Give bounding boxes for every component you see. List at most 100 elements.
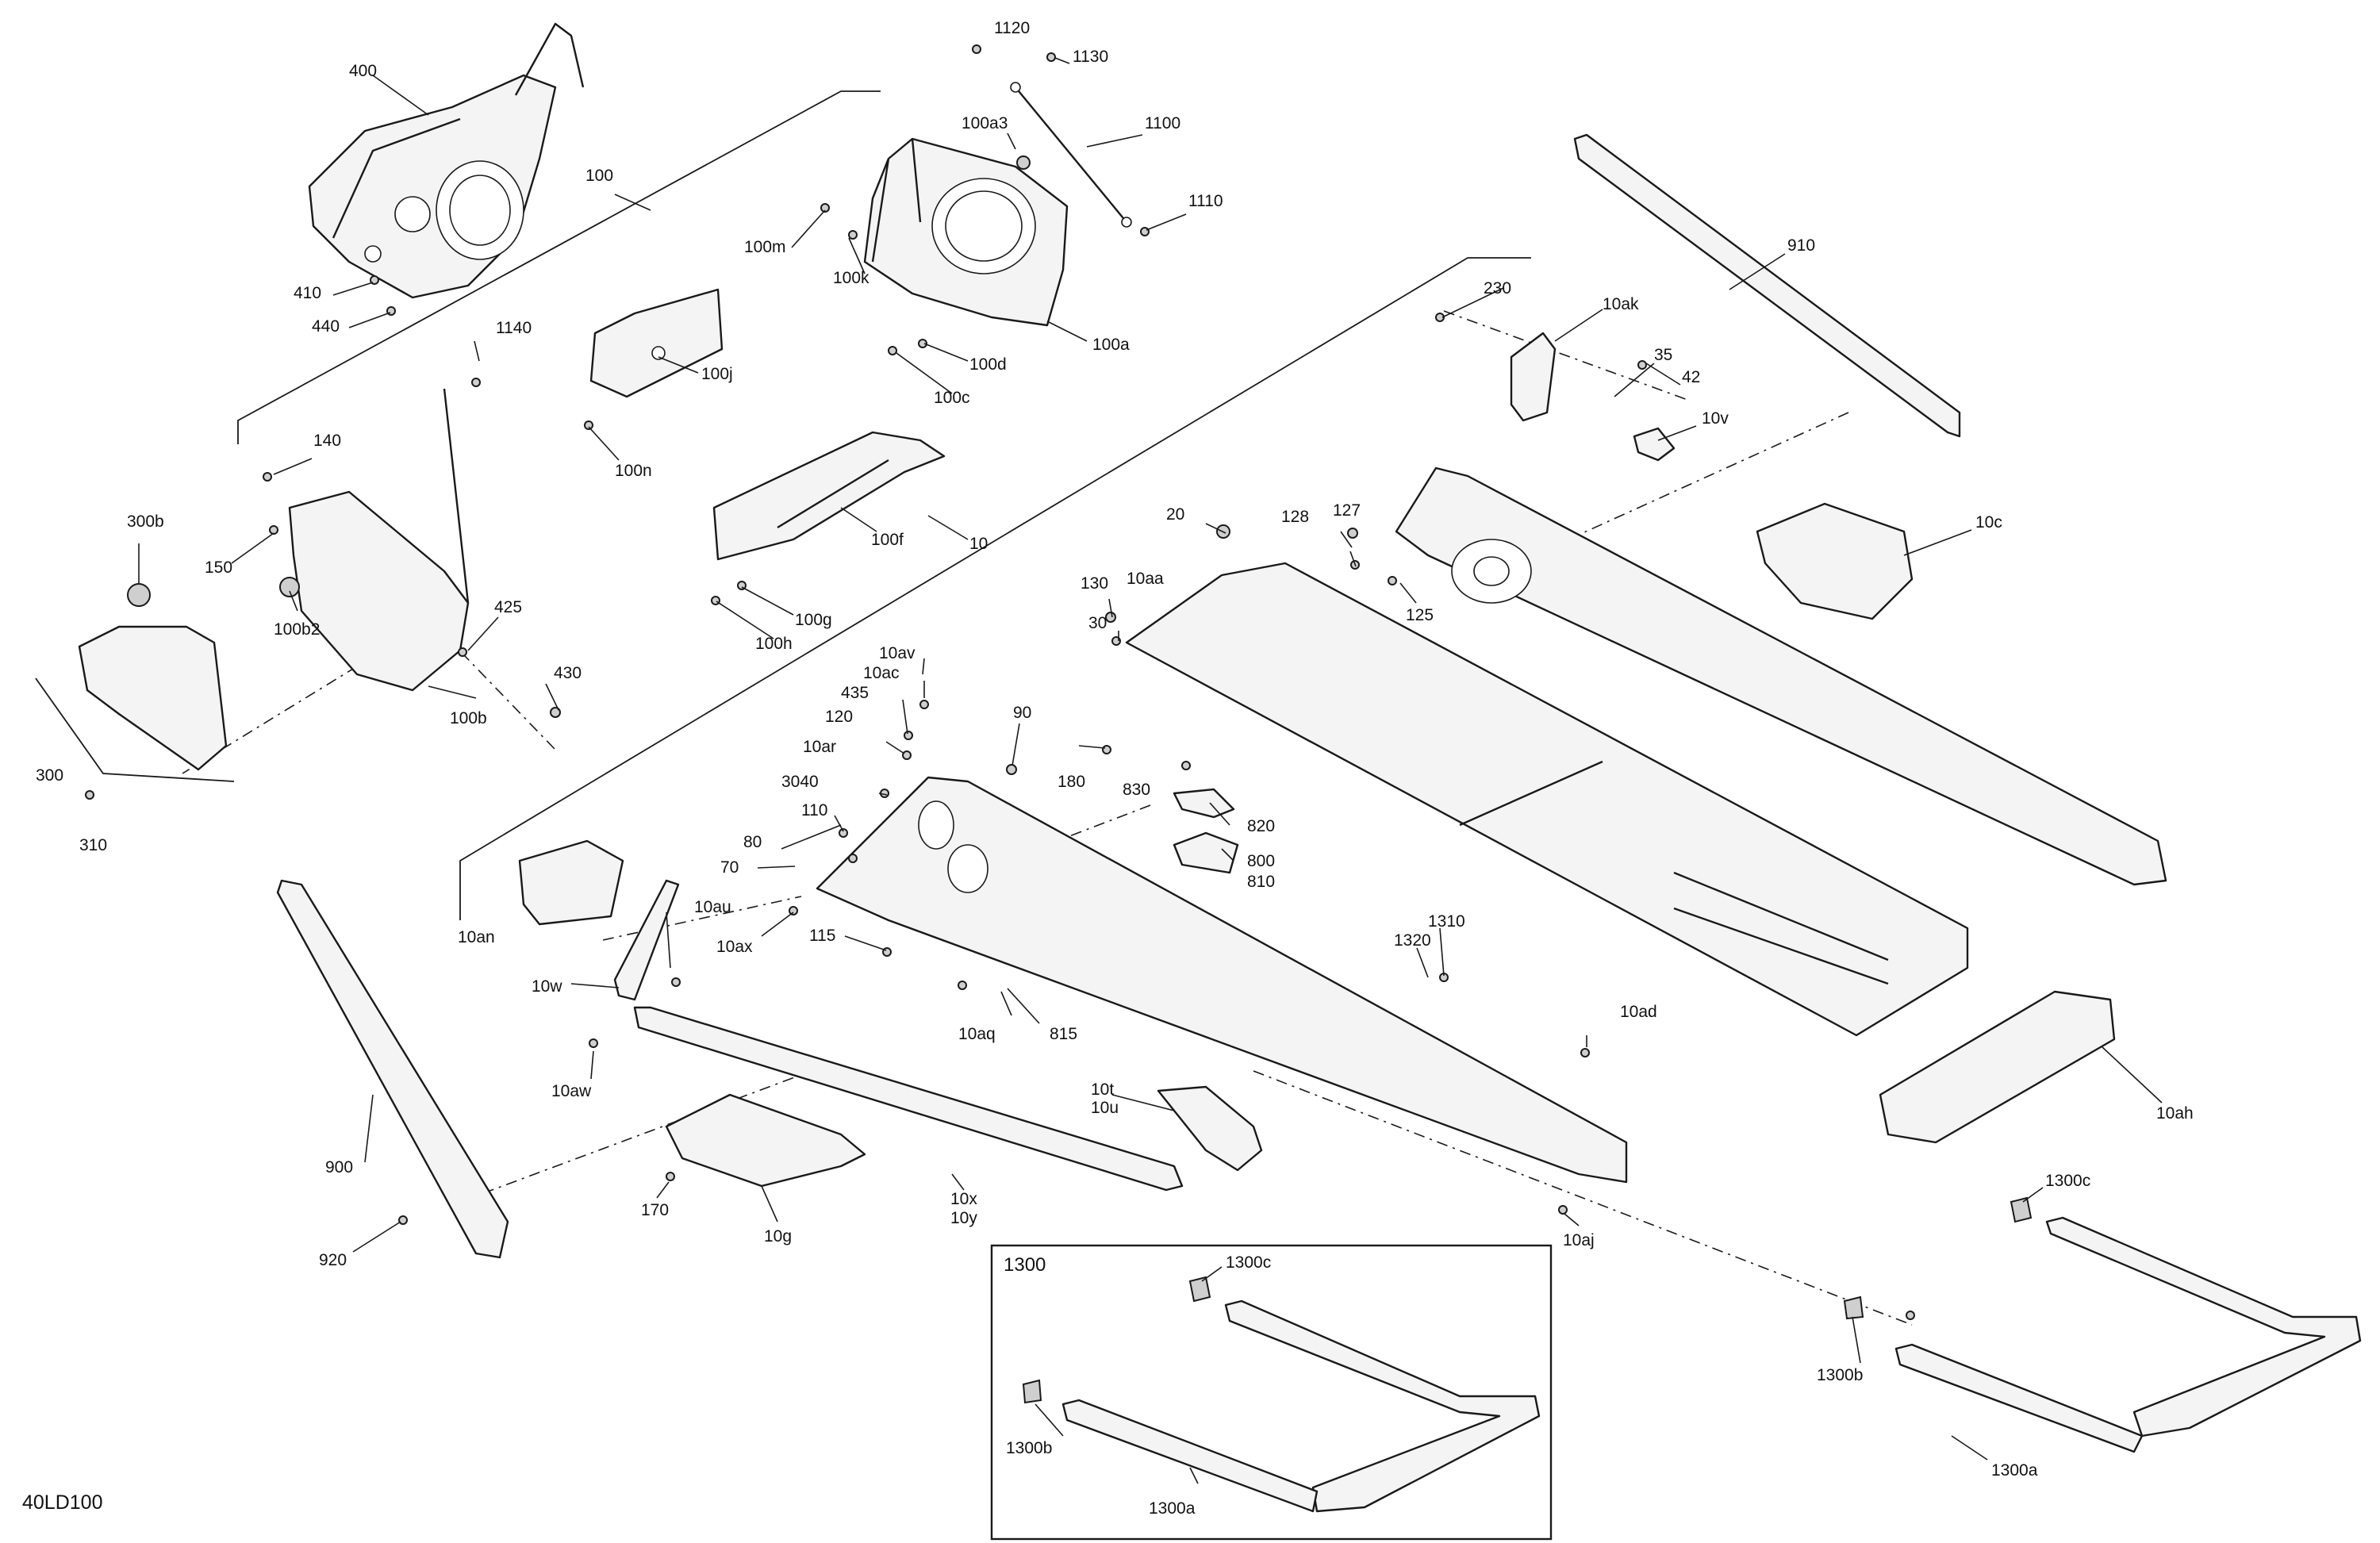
callout-10c: 10c <box>1975 513 2002 532</box>
callout-920: 920 <box>319 1251 347 1269</box>
callout-10x: 10x <box>950 1190 977 1208</box>
callout-10ax: 10ax <box>716 938 753 956</box>
callout-1300c-inset: 1300c <box>1226 1253 1271 1272</box>
callout-100b: 100b <box>450 709 487 727</box>
callout-10an: 10an <box>458 928 495 946</box>
callout-1130: 1130 <box>1073 48 1108 66</box>
callout-300b: 300b <box>127 512 164 531</box>
callout-180: 180 <box>1058 773 1085 791</box>
callout-42: 42 <box>1682 368 1700 386</box>
callout-10ac: 10ac <box>863 664 900 682</box>
bracket-10v <box>1633 427 1676 462</box>
callout-815: 815 <box>1050 1025 1077 1043</box>
callout-10t: 10t <box>1091 1080 1114 1099</box>
group-line-100 <box>237 90 881 444</box>
front-bracket-300 <box>78 583 228 771</box>
bracket-800 <box>1173 831 1239 874</box>
callout-1300b-right: 1300b <box>1817 1366 1863 1384</box>
callout-10y: 10y <box>950 1209 977 1227</box>
bracket-10w <box>613 879 680 1001</box>
callout-3040: 3040 <box>781 773 819 791</box>
callout-900: 900 <box>325 1158 353 1176</box>
callout-120: 120 <box>825 708 853 726</box>
tunnel-plate-10 <box>1125 562 1969 1037</box>
callout-425: 425 <box>494 598 522 616</box>
callout-100h: 100h <box>755 635 793 653</box>
front-upper-frame-400 <box>308 22 585 299</box>
callout-100a3: 100a3 <box>962 114 1008 132</box>
callout-100m: 100m <box>744 238 786 256</box>
callout-10aj: 10aj <box>1563 1231 1595 1249</box>
callout-10v: 10v <box>1702 409 1729 428</box>
callout-230: 230 <box>1484 279 1511 297</box>
callout-100f: 100f <box>871 531 904 549</box>
callout-1140: 1140 <box>496 319 532 337</box>
alignment-lines <box>182 310 1913 1326</box>
callout-10ad: 10ad <box>1620 1003 1657 1021</box>
callout-10: 10 <box>969 535 988 553</box>
callout-30: 30 <box>1088 614 1107 632</box>
deflector-10t-10u <box>1157 1085 1263 1172</box>
group-line-300 <box>35 677 235 782</box>
callout-1300a-inset: 1300a <box>1149 1499 1196 1518</box>
housing-10c <box>1756 502 1914 620</box>
callout-35: 35 <box>1654 346 1672 364</box>
callout-130: 130 <box>1081 574 1108 593</box>
callout-1120: 1120 <box>994 19 1030 37</box>
callout-1110: 1110 <box>1188 192 1223 210</box>
callout-100c: 100c <box>934 389 970 407</box>
callout-150: 150 <box>205 558 232 577</box>
callout-labels: 400 100 410 440 1120 1130 100a3 1100 111… <box>22 19 2194 1518</box>
callout-10w: 10w <box>532 977 562 996</box>
group-line-10 <box>459 257 1531 920</box>
bracket-100f <box>712 431 946 561</box>
callout-10aw: 10aw <box>551 1082 592 1100</box>
side-panel-900 <box>276 879 509 1259</box>
rear-bumper-1300a-right <box>1894 1216 2362 1453</box>
figure-id: 40LD100 <box>22 1491 102 1514</box>
rail-910 <box>1573 133 1961 438</box>
callout-10u: 10u <box>1091 1099 1119 1117</box>
inset-box-1300 <box>990 1244 1553 1541</box>
callout-430: 430 <box>554 664 582 682</box>
callout-90: 90 <box>1013 704 1031 722</box>
footrest-10g <box>665 1093 866 1188</box>
callout-128: 128 <box>1281 508 1309 526</box>
callout-100k: 100k <box>833 269 869 287</box>
crossmember-10ah <box>1879 990 2116 1144</box>
callout-1300b-inset: 1300b <box>1006 1439 1052 1457</box>
callout-127: 127 <box>1333 501 1361 520</box>
callout-100g: 100g <box>795 611 832 629</box>
inset-box-title: 1300 <box>1004 1254 1046 1276</box>
lower-front-frame-100b <box>279 388 470 692</box>
callout-1310: 1310 <box>1428 912 1465 931</box>
callout-435: 435 <box>841 684 869 702</box>
callout-310: 310 <box>79 836 107 854</box>
callout-800: 800 <box>1247 852 1275 870</box>
clip-1300b-right <box>1843 1295 1864 1320</box>
callout-140: 140 <box>313 432 341 450</box>
callout-125: 125 <box>1406 606 1434 624</box>
callout-410: 410 <box>294 284 321 302</box>
callout-1300a-right: 1300a <box>1991 1461 2038 1480</box>
callout-10ak: 10ak <box>1603 295 1639 313</box>
callout-1320: 1320 <box>1394 931 1431 950</box>
callout-20: 20 <box>1166 505 1184 524</box>
callout-10aa: 10aa <box>1127 570 1164 588</box>
callout-300: 300 <box>36 766 63 785</box>
callout-820: 820 <box>1247 817 1275 835</box>
callout-10au: 10au <box>694 898 731 916</box>
right-side-rail <box>1395 466 2167 886</box>
callout-810: 810 <box>1247 873 1275 891</box>
callout-170: 170 <box>641 1201 669 1219</box>
plate-100j <box>589 288 724 398</box>
callout-1100: 1100 <box>1145 114 1180 132</box>
bracket-820 <box>1173 788 1235 819</box>
leader-lines <box>138 57 2163 1484</box>
callout-80: 80 <box>743 833 762 851</box>
callout-10aq: 10aq <box>958 1025 996 1043</box>
running-board-10x-10y <box>633 1006 1184 1192</box>
callout-100b2: 100b2 <box>274 620 320 639</box>
callout-10ah: 10ah <box>2156 1104 2194 1123</box>
